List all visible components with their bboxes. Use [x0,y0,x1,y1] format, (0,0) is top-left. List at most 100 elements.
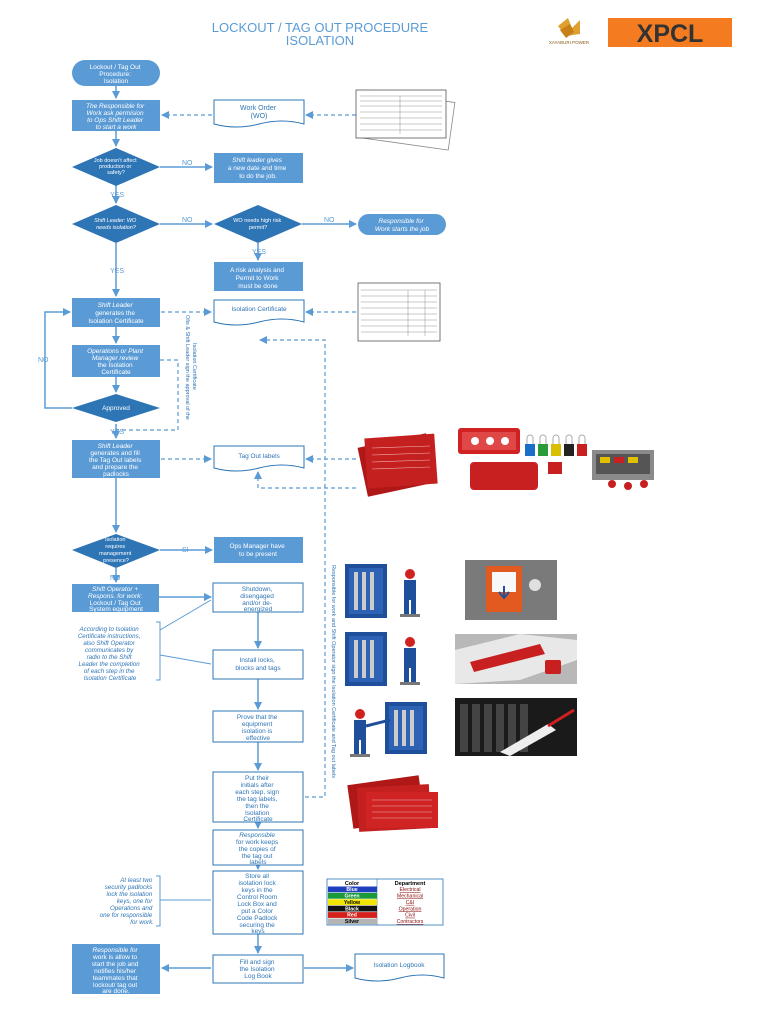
node-text: isolation lock [238,880,276,887]
node-text: Fill and sign [240,959,275,966]
node-text: to Ops Shift Leader [87,117,144,124]
legend-department-label: Mechanical [397,894,423,900]
node-text: Log Book [244,973,272,980]
node-text: The Responsible for [86,103,145,110]
note-line: Responsible for work and Shift Operator … [330,565,336,778]
xpcl-logo-text: XPCL [637,20,704,48]
node-text: Operations or Plant [87,348,144,355]
node-text: Responsible [239,832,275,839]
legend-swatch-black [328,905,377,912]
danger-tag-photo [455,634,577,684]
node-text: generates and fill [90,450,140,457]
isolation-cert-form-image [357,282,441,342]
node-prove: Prove that the equipment isolation is ef… [212,710,304,743]
svg-text:Ops Manager have to be p: Ops Manager have to be present [229,543,286,558]
node-shift-operator: Shift Operator + Respons. for work: Lock… [72,584,159,613]
node-text: to do the job. [239,173,277,180]
connectors [44,86,357,972]
note-line: of each step in the [84,668,135,675]
label-yes-1: YES [110,192,124,199]
node-text: Job doesn't affect [94,158,137,164]
svg-text:Shift Leader generates a: Shift Leader generates and fill the Tag … [89,443,143,478]
node-text: then the [245,803,269,810]
svg-text:Shift Operator + Respons: Shift Operator + Respons. for work: Lock… [88,586,144,613]
node-text: a new date and time [228,165,287,172]
svg-text:Work Order (WO): Work Order (WO) [240,105,278,120]
node-text: Responsible for [93,947,139,954]
svg-text:WO needs high risk permi: WO needs high risk permit? [233,218,283,231]
node-text: Control Room [237,894,277,901]
node-text: needs isolation? [96,225,137,231]
node-starts-job: Responsible for Work starts the job [358,214,446,235]
node-text: Shift Leader [98,443,134,450]
label-no-4: NO [38,357,49,364]
worker-cabinet-image-2 [345,632,420,686]
signed-tags-image [347,775,438,832]
legend-swatch-silver [328,918,377,925]
node-text: Responsible for [379,218,425,225]
node-text: effective [246,735,270,742]
svg-text:Install locks, blocks an: Install locks, blocks and tags [235,657,281,672]
svg-text:Store all isolation lock: Store all isolation lock keys in the Con… [237,873,279,935]
legend-color-label: Green [345,894,360,900]
node-text: and prepare the [92,464,138,471]
node-text: Tag Out labels [238,453,280,460]
legend-department-label: Contractors [397,919,424,925]
node-text: lockout/ tag out [93,982,137,989]
node-ask-permission: The Responsible for Work ask permision t… [72,100,160,131]
svg-text:Ofis & Shift Leader sign the a: Ofis & Shift Leader sign the approval of… [184,315,197,421]
legend-color-label: Red [347,913,357,919]
node-text: Shutdown, [242,586,273,593]
node-text: notifies his/her [94,968,137,975]
node-keeps-copies: Responsible for work keeps the copies of… [212,829,304,866]
decision-mgmt-presence: Isolation requires management presence? [72,534,160,568]
node-text: permit? [249,225,267,231]
node-text: Code Padlock [237,915,278,922]
node-text: put a Color [241,908,274,915]
node-text: the Isolation [98,362,133,369]
node-ops-manager: Ops Manager have to be present [214,537,303,563]
note-vertical-right: Responsible for work and Shift Operator … [330,565,336,778]
node-text: production or [99,164,131,170]
node-text: Respons. for work: [88,593,142,600]
node-risk-analysis: A risk analysis and Permit to Work must … [214,262,303,291]
note-line: Isolation Certificate [84,675,137,682]
note-line: security padlocks [105,884,152,891]
note-connectors [156,599,212,927]
svg-text:Shift Leader: WO needs i: Shift Leader: WO needs isolation? [94,218,138,231]
node-text: A risk analysis and [230,267,284,274]
node-text: must be done [238,283,278,290]
node-text: to be present [239,551,277,558]
note-line: lock the isolation [107,891,153,898]
node-text: Isolation [245,810,270,817]
node-text: Ops Manager have [229,543,285,550]
node-new-date: Shift leader gives a new date and time t… [214,153,303,183]
node-text: and/or de- [242,600,272,607]
note-padlocks: At least two security padlocks lock the … [100,877,154,926]
legend-color-label: Black [345,906,359,912]
svg-text:Prove that the equipment: Prove that the equipment isolation is ef… [237,714,279,742]
node-text: teammates that [93,975,138,982]
svg-text:Lockout / Tag Out Proced: Lockout / Tag Out Procedure: Isolation [90,64,143,85]
lockout-box-photo [465,560,557,620]
node-text: Work ask permision [87,110,144,117]
legend-department-label: C&I [406,900,415,906]
svg-text:Responsible for work kee: Responsible for work keeps the copies of… [236,832,280,866]
node-text: disengaged [240,593,274,600]
node-text: labels [250,859,268,866]
node-allowed-start: Responsible for work is allow to start t… [72,944,160,995]
node-text: padlocks [103,471,129,478]
node-text: Shift Operator + [92,586,138,593]
node-text: Put their [245,775,270,782]
node-text: to start a work [96,124,138,131]
note-line: radio to the Shift [87,654,132,661]
label-si: SI [182,547,189,554]
node-text: management [99,551,132,557]
node-generates-tags: Shift Leader generates and fill the Tag … [72,440,160,478]
decision-approved: Approved [72,394,160,422]
svg-text:Operations or Plant Mana: Operations or Plant Manager review the I… [87,348,145,376]
xpcl-logo: XPCL [608,18,732,48]
note-line: also Shift Operator [83,640,136,647]
node-text: Isolation Certificate [88,318,144,325]
node-fill-logbook: Fill and sign the Isolation Log Book [212,954,304,984]
